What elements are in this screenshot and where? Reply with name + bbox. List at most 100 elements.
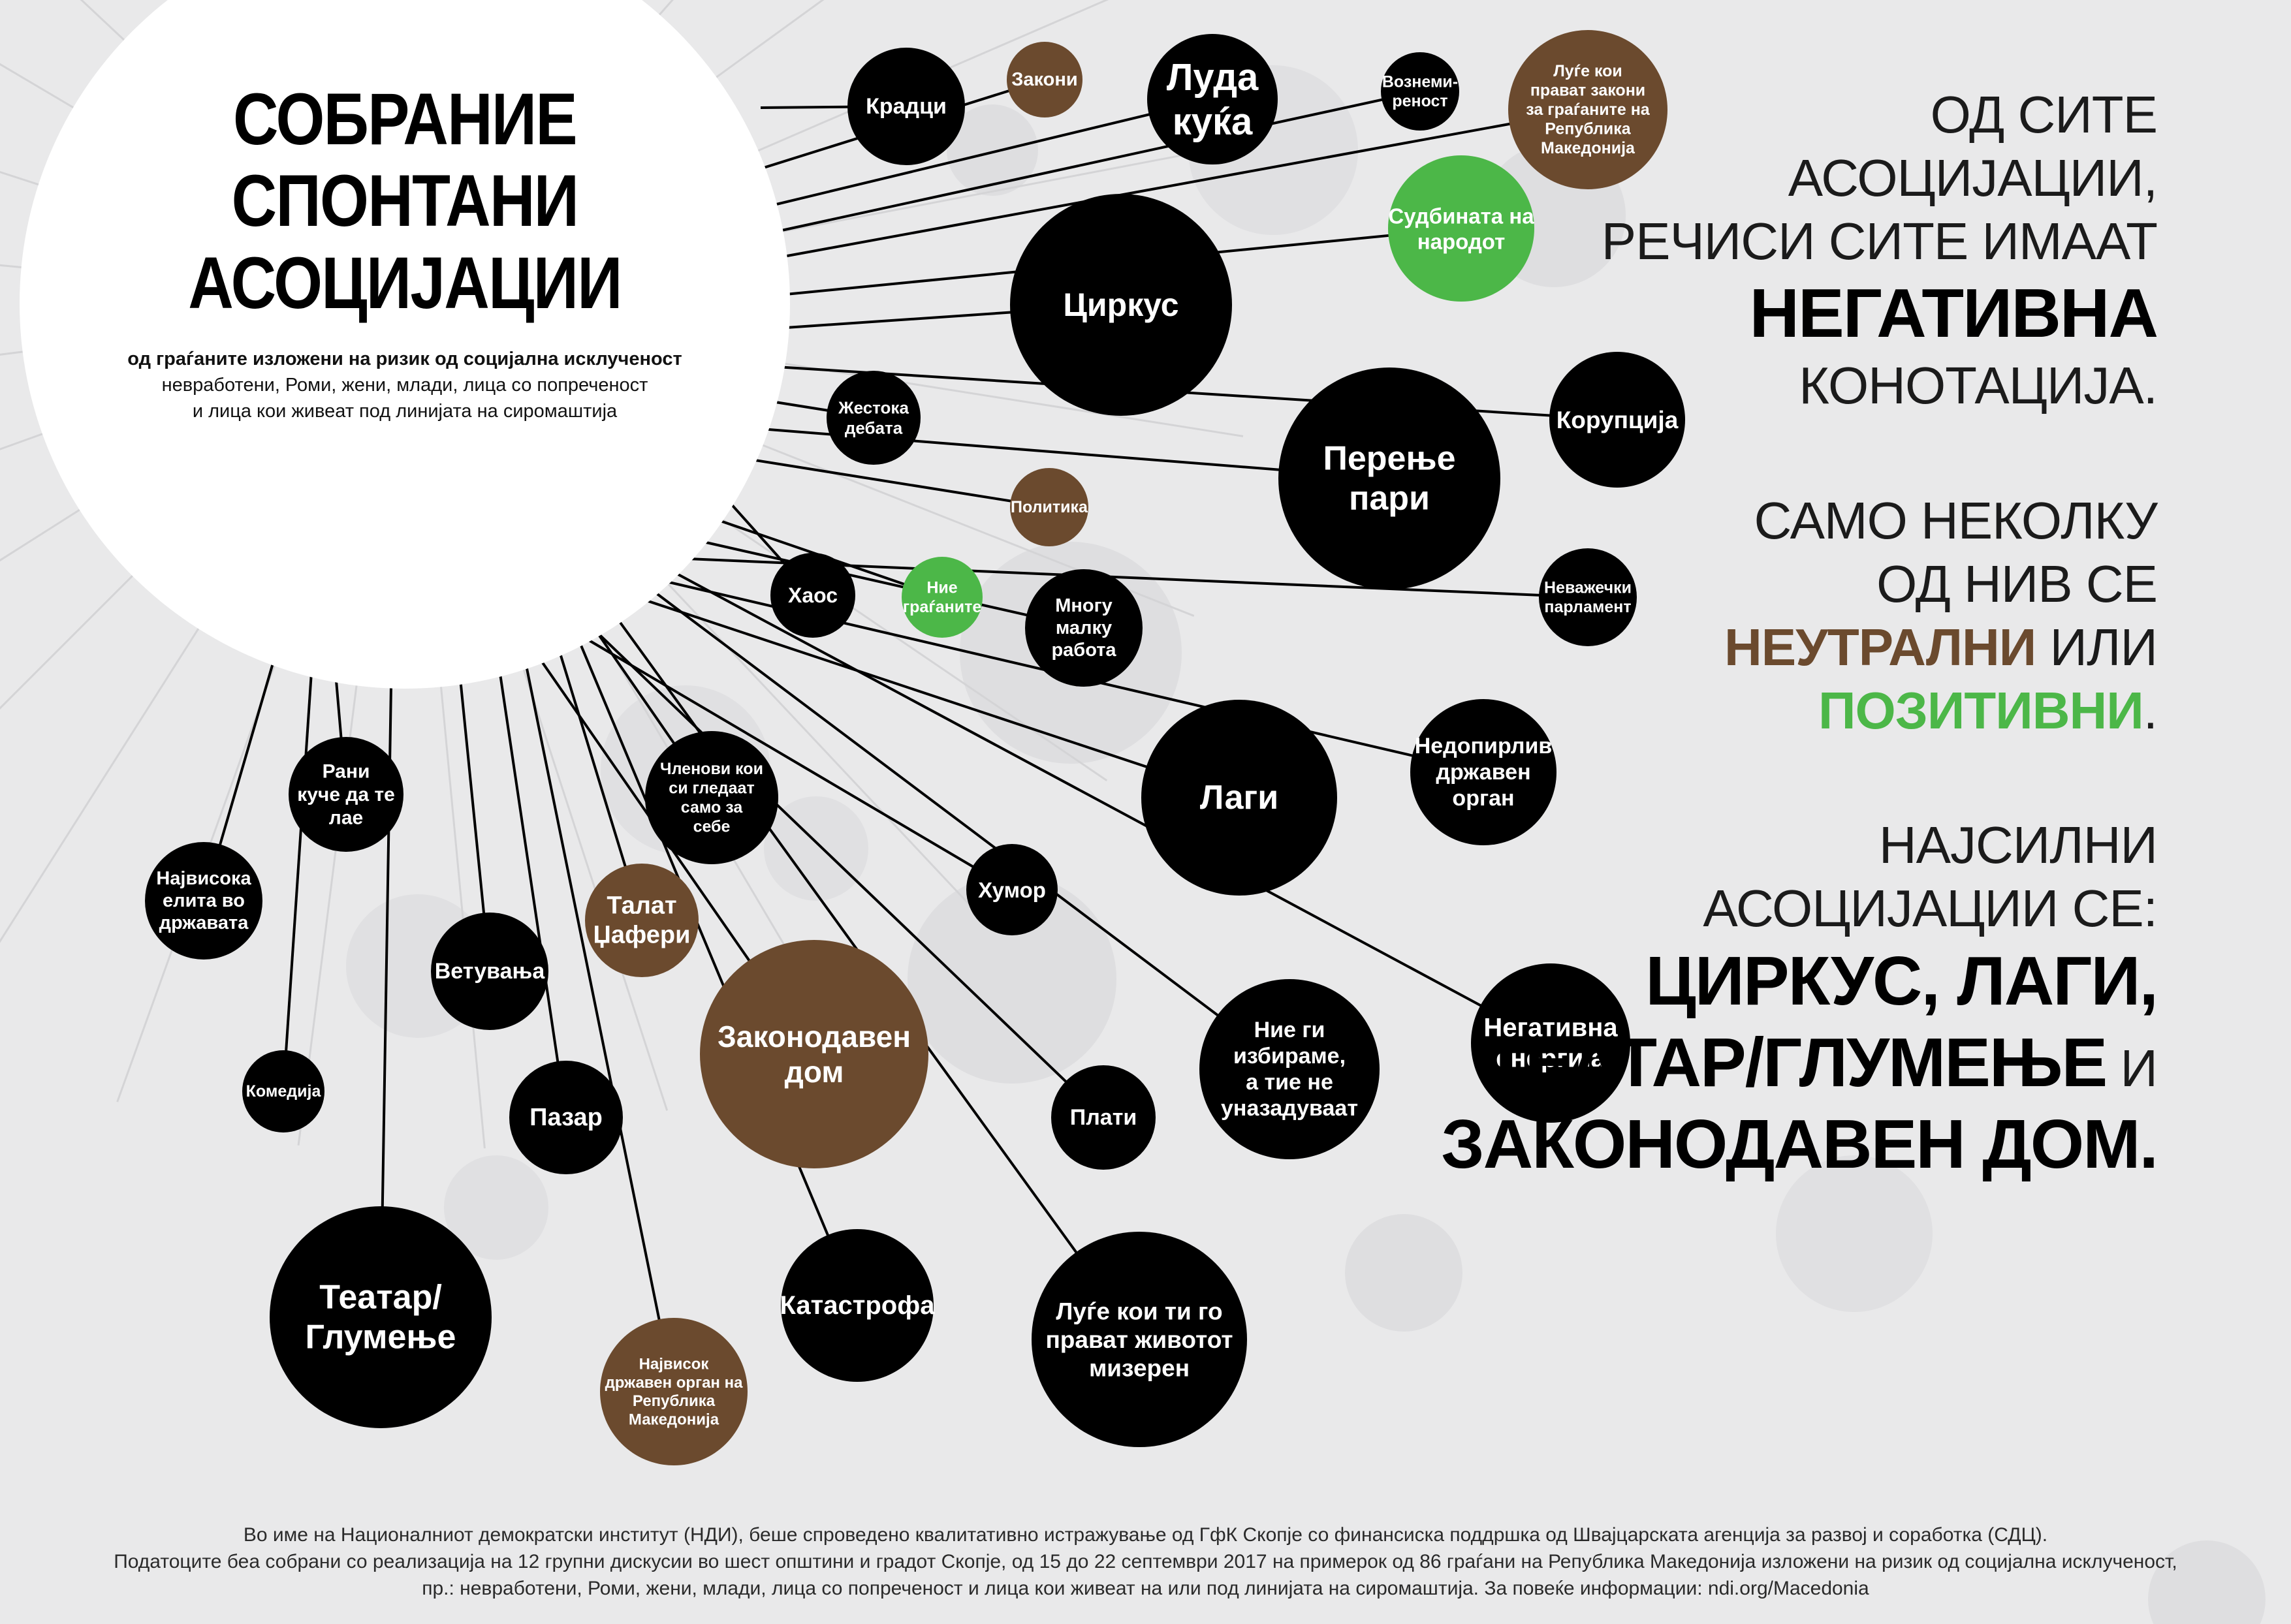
finding-neutral-positive: САМО НЕКОЛКУ ОД НИВ СЕ НЕУТРАЛНИ ИЛИ ПОЗ… bbox=[1321, 490, 2158, 743]
footer-line-3: пр.: невработени, Роми, жени, млади, лиц… bbox=[422, 1577, 1869, 1599]
and-word: И bbox=[2106, 1039, 2158, 1098]
finding-2-line-3: НЕУТРАЛНИ ИЛИ bbox=[1321, 616, 2158, 679]
node-label-line: Република bbox=[1545, 120, 1632, 138]
node-label-pazar: Пазар bbox=[529, 1104, 603, 1131]
node-label-line: Џафери bbox=[593, 921, 691, 948]
node-circle-humor bbox=[966, 844, 1058, 935]
key-findings: ОД СИТЕ АСОЦИЈАЦИИ, РЕЧИСИ СИТЕ ИМААТ НЕ… bbox=[1321, 84, 2158, 1257]
node-label-line: дебата bbox=[845, 418, 903, 437]
node-label-line: Македонија bbox=[629, 1411, 719, 1428]
node-label-line: Судбината на bbox=[1388, 204, 1534, 228]
node-vetuvanja: Ветувања bbox=[431, 913, 548, 1030]
background-circle bbox=[1776, 1155, 1933, 1312]
node-label-line: Жестока bbox=[838, 398, 909, 418]
node-label-line: граѓаните bbox=[903, 598, 982, 616]
node-circle-perenje bbox=[1278, 367, 1500, 589]
finding-3-line-2: АСОЦИЈАЦИИ СЕ: bbox=[1703, 879, 2158, 938]
node-label-line: Плати bbox=[1070, 1105, 1137, 1130]
or-word: ИЛИ bbox=[2036, 617, 2158, 676]
link-komedija bbox=[282, 642, 315, 1092]
node-label-line: државата bbox=[159, 913, 249, 933]
node-circle-najvisoka bbox=[145, 842, 262, 960]
link-luda bbox=[757, 98, 1213, 210]
finding-3-line-4: ТЕАТАР/ГЛУМЕЊЕ И bbox=[1321, 1022, 2158, 1104]
link-voznem bbox=[760, 90, 1421, 236]
node-label-line: Членови кои bbox=[660, 760, 763, 778]
node-circle-teatar bbox=[270, 1206, 492, 1428]
node-circle-luda bbox=[1147, 34, 1278, 164]
title-line-3: АСОЦИЈАЦИИ bbox=[188, 242, 622, 324]
connection-lines bbox=[202, 78, 1618, 1392]
node-circle-voznem bbox=[1381, 52, 1459, 131]
node-circle-plati bbox=[1051, 1065, 1156, 1170]
node-label-line: Политика bbox=[1011, 498, 1088, 516]
node-circle-politika bbox=[1010, 468, 1088, 546]
link-pazar bbox=[495, 647, 567, 1118]
node-teatar: Театар/Глумење bbox=[270, 1206, 492, 1428]
node-circle-haos bbox=[770, 553, 855, 638]
finding-2-line-4: ПОЗИТИВНИ. bbox=[1321, 679, 2158, 743]
node-label-line: Ние ги bbox=[1254, 1018, 1325, 1042]
subtitle-line-2: невработени, Роми, жени, млади, лица со … bbox=[161, 375, 648, 396]
node-label-line: дом bbox=[785, 1055, 844, 1089]
node-label-line: елита во bbox=[163, 890, 245, 911]
node-circle-nevazhechki bbox=[1539, 548, 1637, 646]
link-najvisok bbox=[521, 646, 675, 1392]
link-plati bbox=[586, 622, 1105, 1119]
node-label-line: пари bbox=[1349, 480, 1430, 518]
finding-2-line-2: ОД НИВ СЕ bbox=[1876, 555, 2158, 614]
node-label-line: парламент bbox=[1544, 598, 1631, 616]
node-circle-zakonodaven bbox=[700, 940, 928, 1168]
node-label-line: државен bbox=[1436, 760, 1530, 785]
node-circle-lugjezivot bbox=[1032, 1232, 1247, 1447]
finding-3-line-3: ЦИРКУС, ЛАГИ, bbox=[1645, 943, 2158, 1020]
finding-1-emphasis: НЕГАТИВНА bbox=[1749, 275, 2158, 352]
node-label-line: народот bbox=[1417, 229, 1506, 253]
node-label-line: Глумење bbox=[306, 1319, 456, 1356]
node-label-line: државен орган на bbox=[605, 1373, 744, 1391]
node-circle-vetuvanja bbox=[431, 913, 548, 1030]
node-label-line: реност bbox=[1392, 92, 1447, 110]
node-label-line: Катастрофа bbox=[780, 1291, 936, 1320]
node-circle-zakoni bbox=[1007, 42, 1082, 117]
node-label-line: куќа bbox=[1173, 101, 1253, 143]
node-circle-korupcija bbox=[1549, 352, 1685, 488]
node-label-lagi: Лаги bbox=[1200, 779, 1278, 817]
footer-line-1: Во име на Националниот демократски инсти… bbox=[243, 1524, 2048, 1546]
page-title: СОБРАНИЕ СПОНТАНИ АСОЦИЈАЦИИ bbox=[135, 78, 674, 324]
theatre-acting: ТЕАТАР/ГЛУМЕЊЕ bbox=[1483, 1024, 2108, 1102]
link-nieizbirame bbox=[652, 589, 1291, 1070]
node-label-line: орган bbox=[1452, 786, 1514, 811]
background-circle bbox=[444, 1155, 548, 1260]
subtitle-line-1: од граѓаните изложени на ризик од соција… bbox=[127, 349, 682, 370]
finding-negative: ОД СИТЕ АСОЦИЈАЦИИ, РЕЧИСИ СИТЕ ИМААТ НЕ… bbox=[1321, 84, 2158, 418]
node-circle-sudbina bbox=[1388, 155, 1534, 302]
node-circle-lagi bbox=[1141, 700, 1337, 896]
node-label-line: Хумор bbox=[978, 878, 1046, 902]
node-label-line: Театар/ bbox=[319, 1278, 442, 1316]
node-label-line: Лаги bbox=[1200, 779, 1278, 817]
node-label-zakoni: Закони bbox=[1011, 69, 1078, 90]
node-label-line: уназадуваат bbox=[1221, 1096, 1358, 1121]
node-label-line: енергија bbox=[1496, 1044, 1605, 1073]
node-label-politika: Политика bbox=[1011, 498, 1088, 516]
node-label-line: Перење bbox=[1323, 439, 1455, 477]
finding-1-line-1: ОД СИТЕ bbox=[1930, 86, 2158, 144]
node-circle-mnogu bbox=[1025, 569, 1143, 687]
node-circle-komedija bbox=[242, 1050, 324, 1132]
node-label-line: Рани bbox=[323, 760, 370, 782]
node-circle-chlenovi bbox=[645, 731, 778, 864]
